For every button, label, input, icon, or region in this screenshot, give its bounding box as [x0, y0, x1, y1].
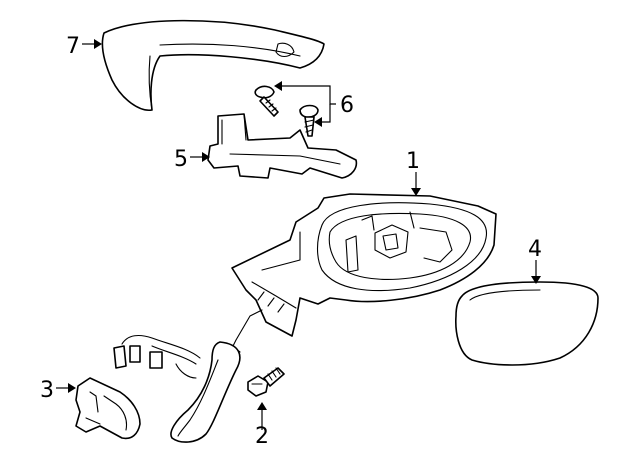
callout-4: 4: [528, 237, 542, 262]
leader-lines: [56, 39, 541, 430]
part-2-bolt: [247, 367, 285, 397]
callout-labels: 1 2 3 4 5 6 7: [40, 34, 542, 449]
part-7-mirror-cover: [101, 19, 325, 111]
part-1-mirror-housing: [231, 193, 497, 337]
part-5-bracket: [207, 113, 358, 179]
callout-2: 2: [255, 424, 269, 449]
part-4-mirror-glass: [455, 281, 599, 366]
callout-5: 5: [174, 147, 188, 172]
callout-6: 6: [340, 93, 354, 118]
part-3-connector: [75, 377, 141, 440]
callout-1: 1: [406, 149, 420, 174]
callout-7: 7: [66, 34, 80, 59]
callout-3: 3: [40, 378, 54, 403]
wiring-harness: [113, 309, 263, 443]
part-6-screws: [254, 85, 319, 137]
